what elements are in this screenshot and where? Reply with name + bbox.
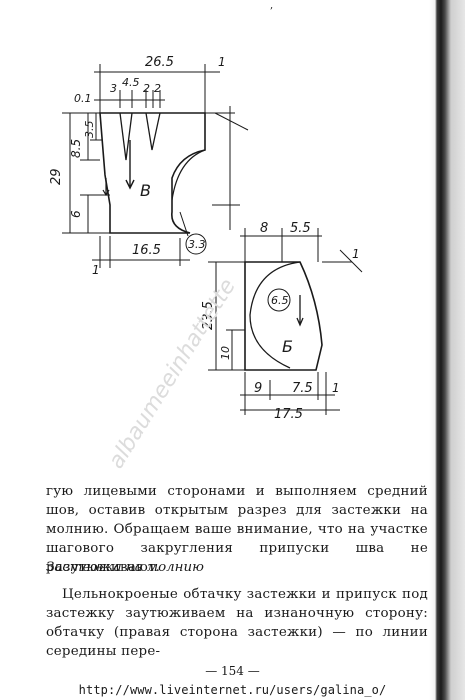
grain-arrow-facing	[296, 295, 304, 327]
front-dart-1	[119, 112, 133, 161]
facing-piece-label: Б	[282, 337, 293, 356]
dim-facing-top-55: 5.5	[290, 221, 311, 236]
dim-facing-bottom-9: 9	[254, 381, 262, 396]
front-piece-outline	[99, 112, 206, 234]
top-mark: ,	[270, 0, 274, 11]
dim-dart-b: 4.5	[122, 76, 140, 89]
front-piece-label: В	[140, 181, 151, 200]
dim-one-top: 1	[218, 55, 226, 69]
dim-width-top: 26.5	[145, 55, 174, 70]
section-heading: Застежка на молнию	[46, 560, 204, 575]
dim-dart-d: 2	[154, 82, 161, 95]
dim-height-29: 29	[49, 168, 64, 185]
grain-arrow-front-left	[102, 178, 110, 197]
page-number: — 154 —	[205, 664, 260, 678]
facing-curve	[249, 261, 301, 369]
pattern-drawing: В 26.5 1 3 4.5 2 2 0.1 8.5 3.5 29 6 16.5…	[49, 55, 363, 470]
front-dart-2	[145, 112, 161, 151]
paragraph-2-text: Цельнокроеные обтачку застежки и припуск…	[46, 587, 428, 659]
radius-marker-facing	[267, 288, 291, 312]
watermark: albaumeeinhattette	[104, 275, 241, 470]
dim-facing-one-top: 1	[352, 247, 360, 261]
dim-height-6: 6	[69, 210, 83, 218]
dim-dart-c: 2	[143, 82, 150, 95]
dim-ease: 0.1	[74, 92, 92, 105]
paragraph-1: гую лицевыми сторонами и выполняем средн…	[46, 482, 428, 577]
dim-facing-bottom-175: 17.5	[274, 407, 303, 422]
dim-facing-height-10: 10	[219, 346, 232, 360]
grain-arrow-front	[125, 140, 135, 190]
dim-facing-radius: 6.5	[271, 294, 289, 307]
dim-facing-bottom-75: 7.5	[292, 381, 313, 396]
radius-marker-front	[185, 233, 207, 255]
dim-width-bottom: 16.5	[132, 243, 161, 258]
paragraph-1-text: гую лицевыми сторонами и выполняем средн…	[46, 484, 428, 575]
dim-depth-35: 3.5	[83, 121, 96, 139]
dim-dart-a: 3	[110, 82, 117, 95]
paragraph-2: Цельнокроеные обтачку застежки и припуск…	[46, 585, 428, 661]
book-spine-edge	[429, 0, 465, 700]
dim-facing-bottom-one: 1	[332, 381, 340, 395]
dim-radius-front: 3.3	[188, 238, 206, 251]
dim-facing-top-8: 8	[260, 221, 268, 236]
facing-piece-outline	[244, 261, 323, 371]
source-url[interactable]: http://www.liveinternet.ru/users/galina_…	[78, 683, 387, 697]
dim-facing-height-235: 23.5	[201, 301, 216, 330]
front-pocket-curve	[171, 149, 206, 201]
dim-depth-85: 8.5	[69, 139, 83, 158]
dim-one-bottom: 1	[92, 263, 100, 277]
